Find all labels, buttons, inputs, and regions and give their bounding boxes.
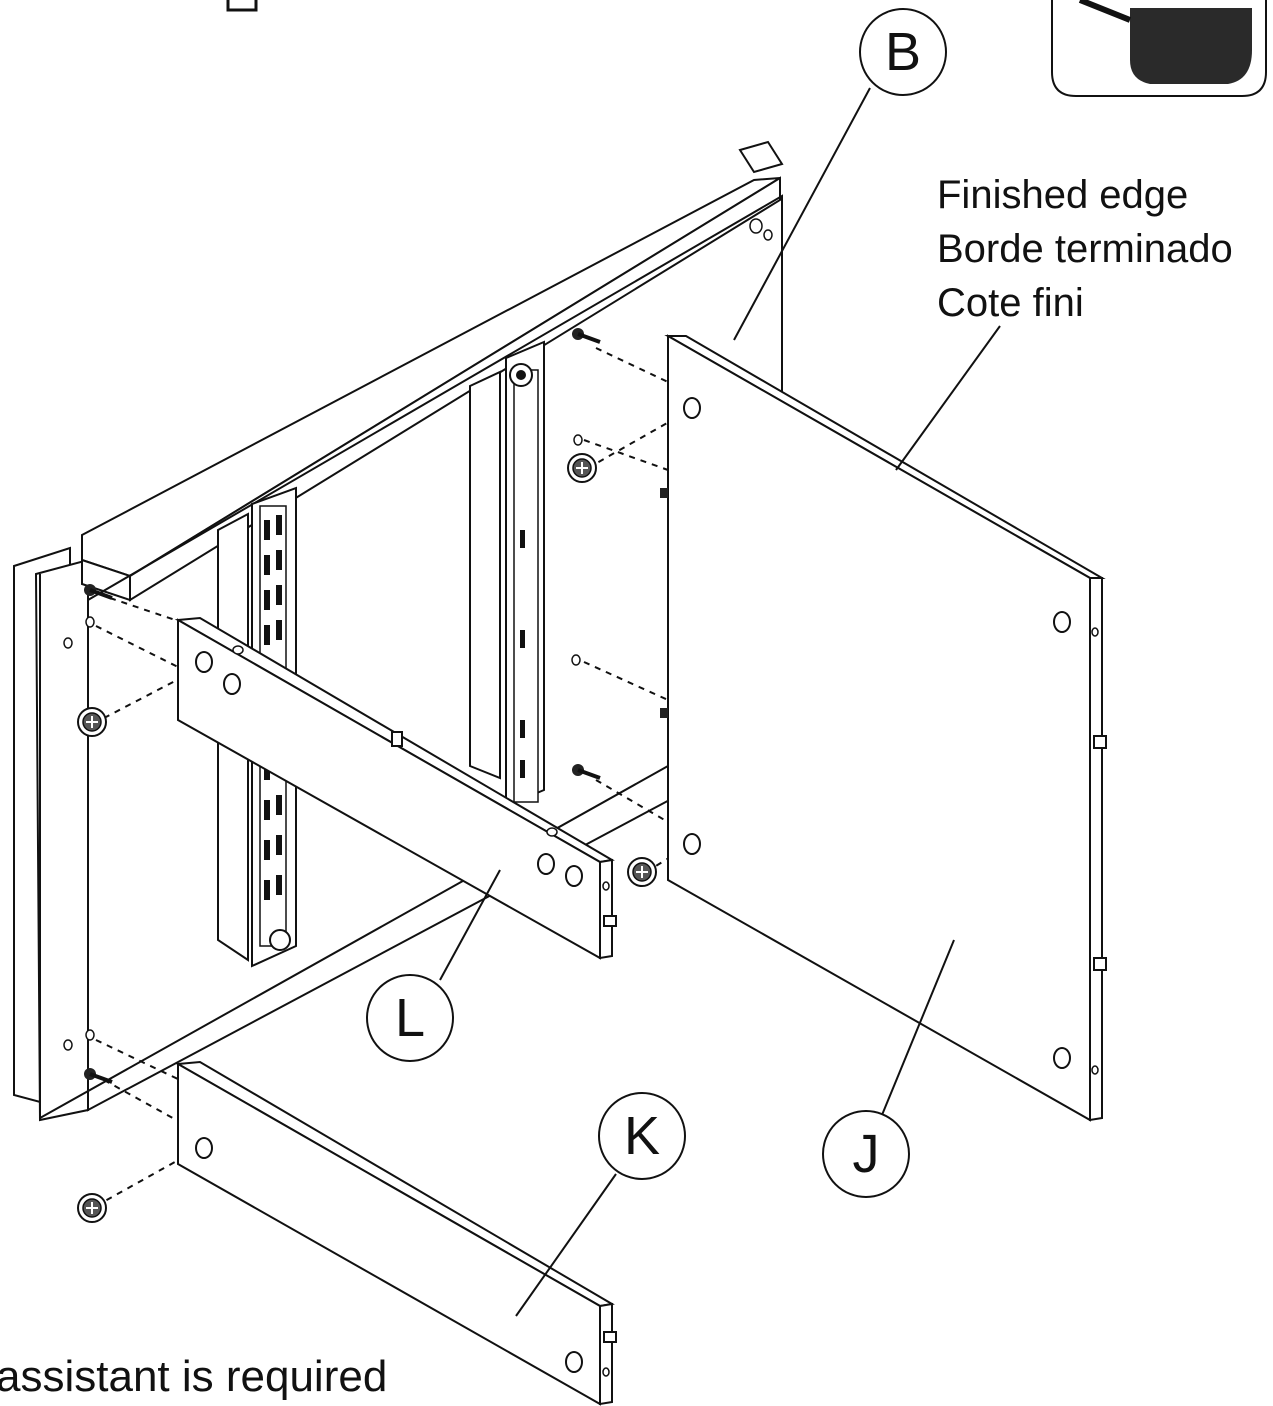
callout-b-label: B: [885, 22, 921, 82]
callout-k-label: K: [624, 1106, 660, 1166]
pre-drilled-holes: [63, 218, 773, 1051]
drawer-slide-right: [469, 340, 545, 808]
callout-l: L: [366, 974, 454, 1062]
callout-j: J: [822, 1110, 910, 1198]
finished-edge-label-fr: Cote fini: [937, 281, 1084, 325]
callout-b: B: [859, 8, 947, 96]
partial-glyph: [226, 0, 258, 12]
finished-edge-label-es: Borde terminado: [937, 227, 1233, 271]
side-panel: [13, 546, 89, 1122]
callout-k: K: [598, 1092, 686, 1180]
panel-l: [174, 616, 617, 960]
callout-j-label: J: [853, 1124, 880, 1184]
panel-j: [660, 334, 1107, 1122]
footer-note: assistant is required: [0, 1352, 388, 1401]
panel-k: [174, 1060, 617, 1406]
callout-leader-lines: [439, 87, 1001, 1317]
callout-l-label: L: [395, 988, 425, 1048]
finished-edge-label-en: Finished edge: [937, 173, 1189, 217]
mallet-tap-icon: [1051, 0, 1267, 97]
